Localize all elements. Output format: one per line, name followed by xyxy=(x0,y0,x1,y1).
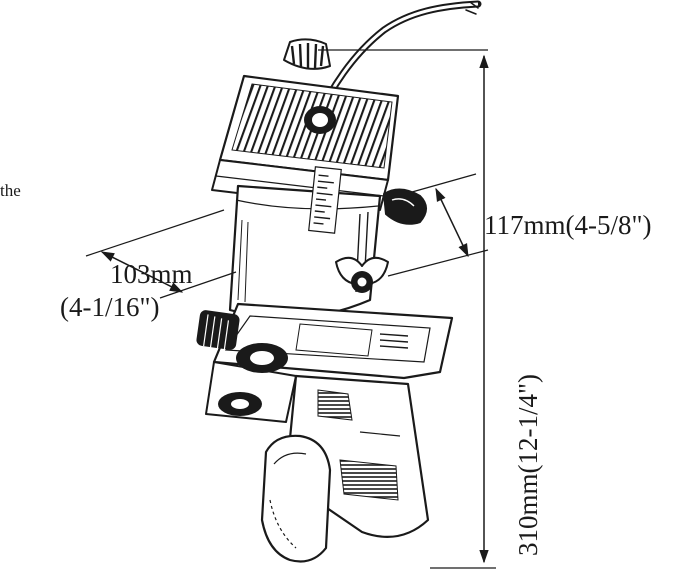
router-illustration xyxy=(196,0,482,563)
dimension-lines xyxy=(85,49,496,569)
depth-mm-label: 103mm xyxy=(110,259,193,289)
fragment-text: the xyxy=(0,181,21,200)
depth-in-label: (4-1/16") xyxy=(60,292,160,322)
depth-dimension-arrow xyxy=(100,251,184,293)
width-dimension-arrow xyxy=(435,187,469,258)
height-label: 310mm(12-1/4") xyxy=(513,374,543,556)
width-label: 117mm(4-5/8") xyxy=(484,210,652,240)
